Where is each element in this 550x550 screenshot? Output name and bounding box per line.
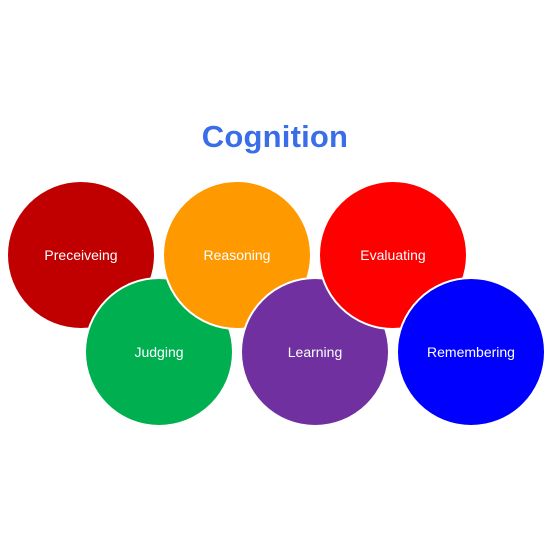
circle-preceiveing: Preceiveing [6,180,156,330]
circle-label-preceiveing: Preceiveing [44,247,118,263]
circle-label-remembering: Remembering [427,344,515,360]
diagram-title: Cognition [201,119,349,154]
circle-remembering: Remembering [396,277,546,427]
circle-label-learning: Learning [287,344,343,360]
circle-label-judging: Judging [134,344,184,360]
circle-label-reasoning: Reasoning [203,247,271,263]
circle-label-evaluating: Evaluating [360,247,426,263]
